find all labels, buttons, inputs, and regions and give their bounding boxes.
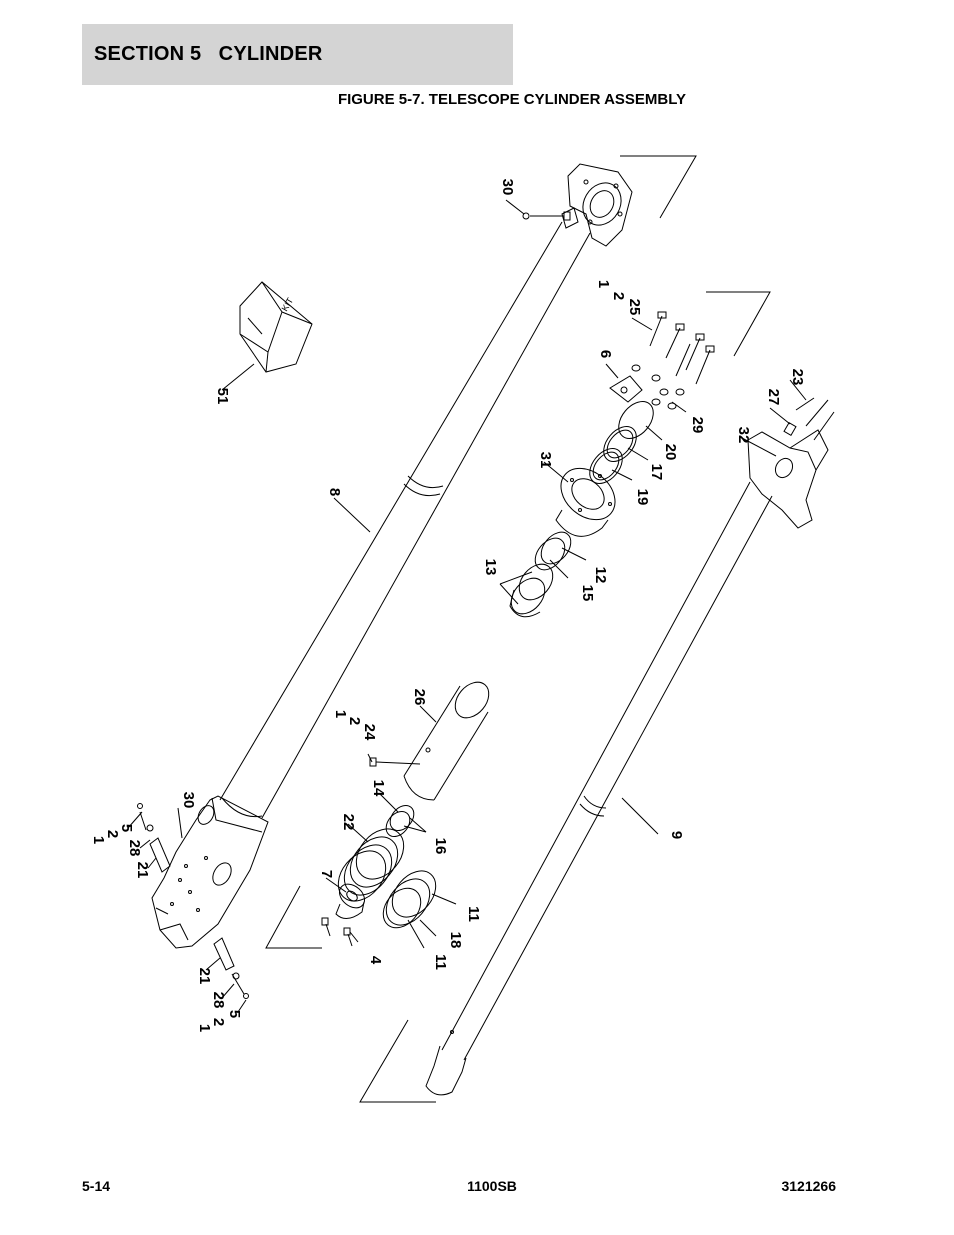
cap-screws-25 [649, 311, 715, 385]
spacer-tube-26 [403, 681, 490, 801]
barrel-base [151, 795, 269, 949]
callout: 5 [226, 1010, 243, 1018]
upper-barrel [219, 221, 591, 819]
plate-6 [609, 375, 643, 403]
callout: 24 [361, 724, 378, 741]
wear-rings [509, 531, 572, 618]
callout: 14 [370, 780, 387, 797]
screw-24 [369, 757, 421, 767]
valve-27-23 [783, 397, 835, 441]
callout: 16 [432, 838, 449, 855]
section-header: SECTION 5 CYLINDER [82, 24, 513, 85]
piston-22 [337, 828, 405, 902]
callout: 1 [332, 710, 349, 718]
locking-collar-7 [335, 883, 366, 919]
callout: 27 [765, 389, 782, 406]
callout: 15 [579, 585, 596, 602]
callout: 31 [537, 452, 554, 469]
callout: 30 [180, 792, 197, 809]
callout: 26 [411, 689, 428, 706]
callout: 7 [318, 870, 335, 878]
rod-9 [425, 481, 773, 1096]
seals-11-18 [382, 870, 437, 929]
break-lines [265, 155, 771, 1103]
callout: 1 [90, 836, 107, 844]
kit-box [239, 281, 313, 373]
callout: 2 [210, 1018, 227, 1026]
callout: 23 [789, 369, 806, 386]
callout: 13 [482, 559, 499, 576]
model-number: 1100SB [467, 1178, 517, 1194]
callout: 18 [447, 932, 464, 949]
callout: 8 [326, 488, 343, 496]
base-fittings [137, 803, 249, 999]
callout: 25 [626, 299, 643, 316]
callout: 1 [196, 1024, 213, 1032]
callout: 20 [662, 444, 679, 461]
callout: 9 [668, 831, 685, 839]
callout: 11 [432, 954, 449, 970]
piston-rings-14 [385, 804, 415, 838]
barrel-head [561, 163, 633, 247]
page-number: 5-14 [82, 1178, 111, 1194]
callout: 28 [210, 992, 227, 1009]
callouts: 30 1 2 25 6 51 8 23 27 32 29 20 17 19 31… [90, 179, 806, 1033]
callout: 29 [689, 417, 706, 434]
rod-end-32 [747, 429, 829, 529]
figure-title: FIGURE 5-7. TELESCOPE CYLINDER ASSEMBLY [337, 91, 687, 108]
callout: 28 [126, 840, 143, 857]
callout: 2 [104, 830, 121, 838]
bolts-4 [321, 917, 353, 947]
callout: 5 [118, 824, 135, 832]
callout: 12 [592, 567, 609, 584]
seals-rings [589, 401, 654, 484]
washers-29 [631, 364, 685, 410]
callout: 11 [465, 906, 482, 922]
section-title: SECTION 5 CYLINDER [94, 43, 323, 65]
callout: 2 [610, 292, 627, 300]
callout: 17 [648, 464, 665, 481]
callout: 32 [735, 427, 752, 444]
cylinder-head-31 [555, 467, 616, 537]
document-number: 3121266 [781, 1178, 836, 1194]
callout: 22 [340, 814, 357, 831]
callout: 2 [346, 717, 363, 725]
callout: 4 [367, 956, 384, 965]
callout: 1 [595, 280, 612, 288]
callout: 21 [196, 968, 213, 985]
callout: 19 [634, 489, 651, 506]
bolt-30-top [522, 211, 571, 221]
callout: 51 [214, 388, 231, 405]
callout: 30 [499, 179, 516, 196]
callout: 6 [597, 350, 614, 358]
callout: 21 [134, 862, 151, 879]
leader-lines [127, 199, 807, 1013]
